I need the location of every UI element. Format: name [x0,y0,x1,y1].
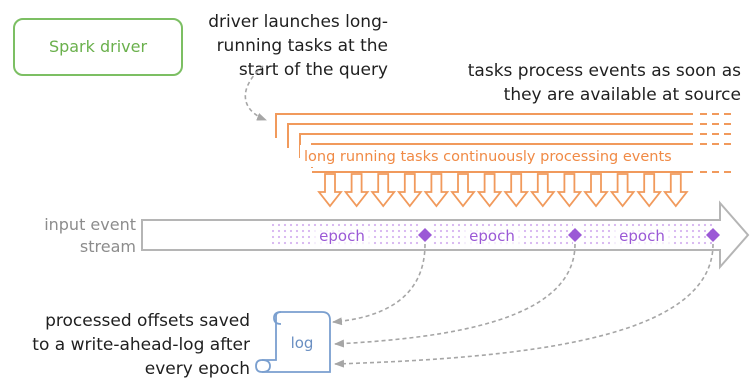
task-down-arrow-10 [556,173,583,208]
task-down-arrow-14 [662,173,689,208]
log-label: log [291,334,314,352]
task-line-1 [275,113,693,138]
task-down-arrow-4 [396,173,423,208]
offsets-note-line-2: to a write-ahead-log after [32,335,250,355]
epoch1-to-log-arrow [332,243,426,326]
task-down-arrow-9 [529,173,556,208]
epoch-diamond-icon-3 [706,228,720,242]
task-down-arrow-2 [343,173,370,208]
driver-note-line-2: running tasks at the [217,36,388,56]
tasks-note-line-2: they are available at source [504,85,741,105]
offsets-note-line-1: processed offsets saved [45,311,250,331]
epoch-label-1: epoch [319,227,365,245]
driver-note-line-3: start of the query [239,60,388,80]
task-down-arrow-12 [609,173,636,208]
stream-label-line-2: stream [80,237,136,256]
task-down-arrow-5 [423,173,450,208]
epoch-label-2: epoch [469,227,515,245]
epoch-diamond-icon-2 [568,228,582,242]
driver-note-line-1: driver launches long- [208,12,388,32]
epoch-diamond-icon-1 [418,228,432,242]
tasks-note-line-1: tasks process events as soon as [468,61,741,81]
tasks-label: long running tasks continuously processi… [304,149,672,165]
long-running-tasks [275,113,735,173]
epoch2-to-log-arrow [334,243,576,348]
stream-label-line-1: input event [44,215,136,234]
down-arrows [317,173,689,208]
task-line-dashes [700,113,735,145]
epoch3-to-log-arrow [334,243,714,368]
task-down-arrow-6 [450,173,476,208]
task-down-arrow-3 [370,173,397,208]
task-down-arrow-8 [503,173,530,208]
task-down-arrow-11 [583,173,609,208]
spark-driver-label: Spark driver [49,37,148,56]
task-down-arrow-13 [636,173,663,208]
tasks-label-bg [300,145,693,167]
log-scroll-icon [255,311,331,373]
task-down-arrow-7 [476,173,503,208]
driver-to-tasks-arrow [244,65,267,121]
epoch-label-3: epoch [619,227,665,245]
task-down-arrow-1 [317,173,343,208]
offsets-note-line-3: every epoch [145,359,250,379]
spark-driver-box [13,18,183,76]
task-line-2 [287,123,693,148]
